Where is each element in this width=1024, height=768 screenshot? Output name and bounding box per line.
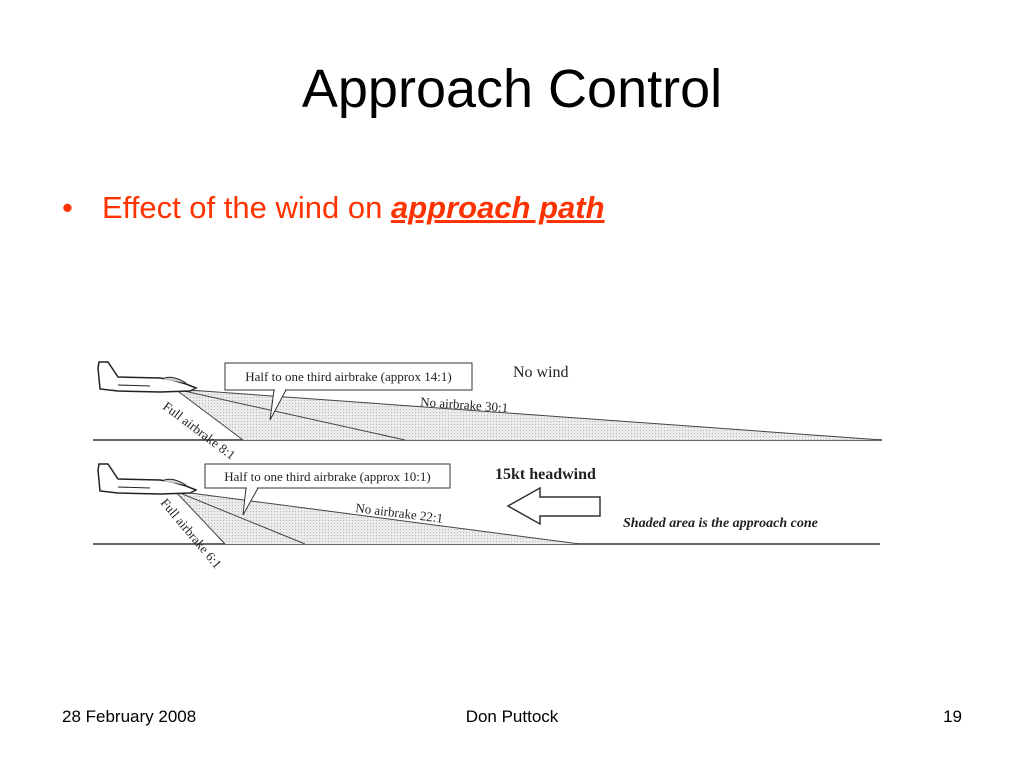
callout-top-text: Half to one third airbrake (approx 14:1)	[245, 369, 451, 384]
footer-author: Don Puttock	[465, 707, 559, 726]
footer-date: 28 February 2008	[62, 707, 197, 726]
callout-bottom: Half to one third airbrake (approx 10:1)	[204, 463, 451, 516]
full-airbrake-path-bottom	[174, 490, 226, 545]
bullet-text: Effect of the wind on	[102, 190, 391, 225]
wind-label-top: No wind	[513, 364, 569, 381]
headwind-arrow-icon	[506, 486, 601, 526]
footer-page-number: 19	[943, 707, 962, 726]
bullet-dot-icon: •	[62, 190, 73, 225]
glider-icon	[97, 361, 198, 393]
approach-cone-caption: Shaded area is the approach cone	[623, 516, 818, 531]
half-airbrake-path-bottom	[174, 490, 306, 545]
no-airbrake-label-top: No airbrake 30:1	[420, 394, 509, 415]
half-airbrake-path-top	[174, 388, 406, 441]
slide-title: Approach Control	[301, 59, 723, 119]
callout-top: Half to one third airbrake (approx 14:1)	[224, 362, 473, 421]
glider-icon	[97, 463, 198, 495]
no-wind-panel: Half to one third airbrake (approx 14:1)…	[93, 361, 883, 463]
no-airbrake-path-top	[174, 388, 883, 441]
no-airbrake-path-bottom	[174, 490, 581, 545]
bullet-emphasis: approach path	[390, 190, 605, 225]
bullet-item: • Effect of the wind on approach path	[62, 190, 605, 226]
wind-label-bottom: 15kt headwind	[495, 466, 596, 483]
callout-bottom-text: Half to one third airbrake (approx 10:1)	[224, 469, 430, 484]
headwind-panel: Half to one third airbrake (approx 10:1)…	[93, 463, 880, 571]
full-airbrake-path-top	[174, 388, 244, 441]
